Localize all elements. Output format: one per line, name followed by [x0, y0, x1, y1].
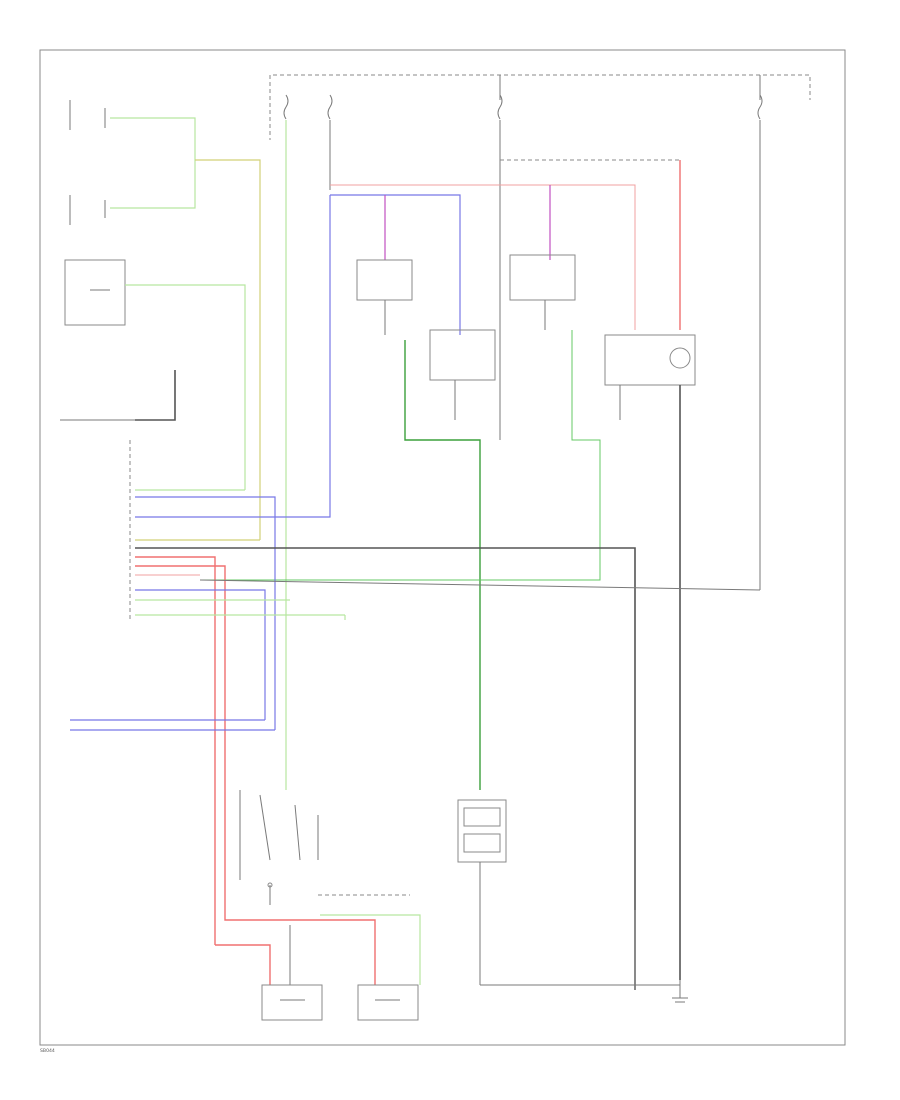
temp-door-module [457, 799, 680, 990]
selector-switch [239, 790, 410, 905]
red-feed [330, 184, 636, 335]
relay-wires [200, 300, 681, 980]
temp-module-box [457, 799, 507, 863]
right-door-actuator [357, 984, 419, 1021]
diagram-border [39, 49, 846, 1046]
lower-blue-lines [70, 719, 275, 731]
left-door-actuator [261, 984, 323, 1021]
fuse-panel-bus [269, 74, 811, 140]
door-actuators [261, 984, 419, 1021]
footer-code: SB044 [40, 1048, 55, 1054]
lower-actuator-wires [215, 615, 421, 985]
fuse-symbols [283, 94, 763, 120]
power-feeds [285, 120, 761, 790]
control-head-ground [60, 370, 176, 421]
left-switches [64, 100, 261, 540]
mode-actuator-box [604, 334, 696, 386]
right-relay-box [509, 254, 576, 301]
blower-switch-box [64, 259, 126, 326]
motor-icon [669, 347, 691, 369]
relay-boxes [356, 254, 696, 386]
control-head-pins [129, 195, 761, 990]
ground-icon [672, 980, 688, 1003]
left-relay-box [356, 259, 413, 301]
center-relay-box [429, 329, 496, 381]
